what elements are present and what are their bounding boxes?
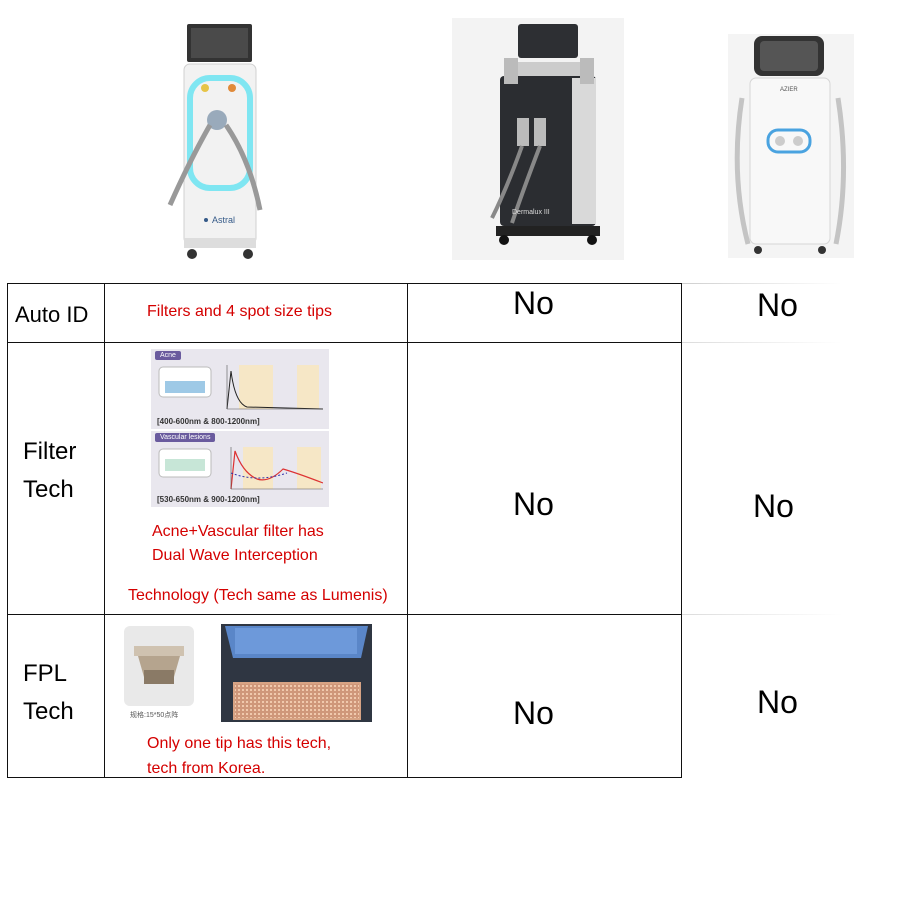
filter-tech-device2-value: No: [513, 486, 554, 522]
row-label-filter-tech-line1: Filter: [23, 438, 77, 465]
fpl-tip-image: [124, 626, 194, 706]
filter-device-icon: [158, 447, 323, 490]
table-border: [7, 283, 682, 284]
panel-range: [530-650nm & 900-1200nm]: [157, 495, 260, 504]
table-border: [7, 777, 682, 778]
fpl-tech-device3-value: No: [757, 684, 798, 720]
filter-tech-note-line2: Dual Wave Interception: [152, 547, 318, 564]
fpl-tech-note-line1: Only one tip has this tech,: [147, 735, 332, 752]
device-brand-label: Astral: [212, 215, 235, 225]
device-brand-label: AZIER: [780, 87, 798, 93]
table-border: [681, 283, 682, 778]
row-label-fpl-tech-line1: FPL: [23, 660, 68, 687]
filter-device-icon: [158, 365, 323, 410]
table-border: [682, 614, 842, 615]
fpl-matrix-image: [221, 624, 372, 722]
auto-id-astral-note: Filters and 4 spot size tips: [147, 303, 332, 320]
table-border: [682, 283, 842, 284]
row-label-auto-id: Auto ID: [15, 302, 89, 327]
auto-id-device3-value: No: [757, 287, 798, 323]
table-border: [682, 342, 842, 343]
panel-range: [400-600nm & 800-1200nm]: [157, 417, 260, 426]
table-border: [7, 342, 682, 343]
table-border: [104, 283, 105, 778]
filter-tech-note-line1: Acne+Vascular filter has: [152, 523, 324, 540]
device-dermatix-icon: Dermalux III: [452, 18, 624, 260]
row-label-filter-tech-line2: Tech: [23, 476, 74, 503]
device-astral-icon: Astral: [167, 24, 263, 259]
fpl-tech-note-line2: tech from Korea.: [147, 760, 266, 777]
device-azier-icon: AZIER: [728, 34, 854, 258]
fpl-tech-device2-value: No: [513, 695, 554, 731]
filter-tech-device3-value: No: [753, 488, 794, 524]
auto-id-device2-value: No: [513, 285, 554, 321]
acne-filter-chart: Acne [400-600nm & 800-1200nm]: [151, 349, 329, 429]
fpl-tip-caption: 规格:15*50点阵: [130, 712, 179, 719]
row-label-fpl-tech-line2: Tech: [23, 698, 74, 725]
device-brand-label: Dermalux III: [512, 209, 550, 216]
table-border: [407, 283, 408, 778]
panel-tag: Vascular lesions: [155, 433, 216, 442]
vascular-filter-chart: Vascular lesions [530-650nm & 900-1200nm…: [151, 431, 329, 507]
table-border: [7, 283, 8, 778]
table-border: [7, 614, 682, 615]
panel-tag: Acne: [155, 351, 181, 360]
filter-tech-note-line3: Technology (Tech same as Lumenis): [128, 587, 388, 604]
